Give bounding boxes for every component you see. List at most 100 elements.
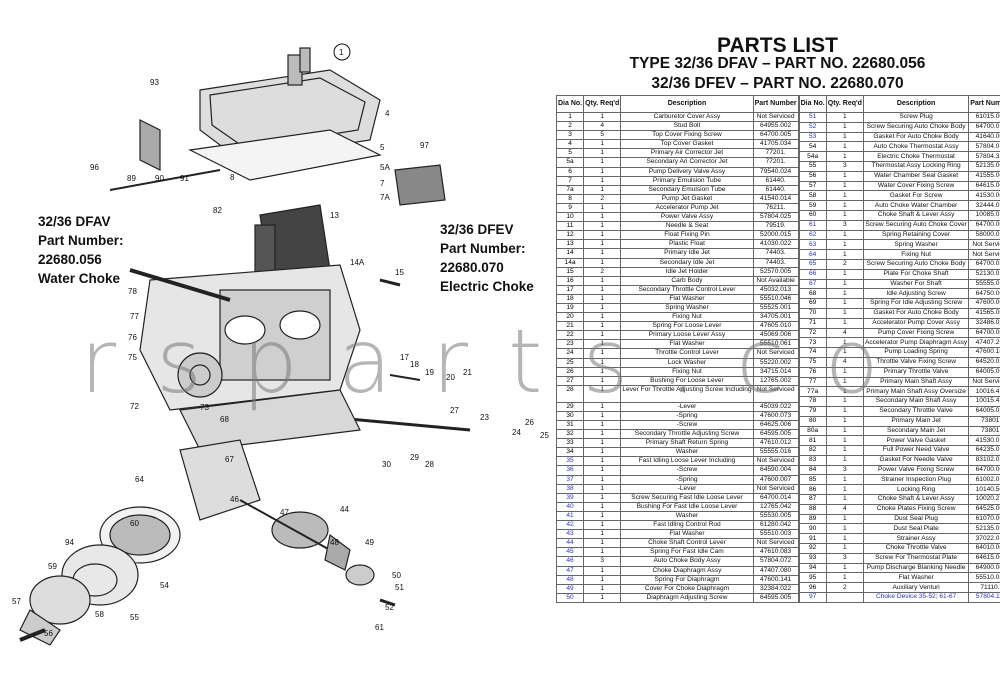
svg-text:97: 97 [420,141,429,150]
part-number-cell: 47610.083 [752,547,799,558]
part-number-cell: 55510.046 [752,293,799,304]
description-cell: Power Valve Assy [620,212,754,223]
dia-no-cell: 18 [555,293,585,304]
qty-cell: 1 [583,221,622,232]
qty-cell: 1 [583,230,622,241]
description-cell: Accelerator Pump Cover Assy [862,317,970,329]
dia-no-cell: 67 [798,278,827,290]
description-cell: Choke Shaft & Lever Assy [862,209,970,221]
parts-table-left: Dia No. Qty. Req'd Description Part Numb… [555,95,799,603]
subtitle-dfav: TYPE 32/36 DFAV – PART NO. 22680.056 [629,55,926,72]
description-cell: Secondary Idle Jet [620,257,754,268]
qty-cell: 2 [583,193,622,204]
part-number-cell: 61015.003 [968,112,1000,123]
description-cell: Spring For Fast Idle Cam [620,547,754,558]
dia-no-cell: 50 [555,592,585,603]
description-cell: Accelerator Pump Diaphragm Assy [862,337,970,349]
svg-text:7: 7 [380,179,385,188]
svg-text:94: 94 [65,538,74,547]
dia-no-cell: 36 [555,465,585,476]
qty-cell: 1 [583,339,622,350]
part-number-cell: 41540.014 [752,193,799,204]
part-number-cell: 32384.022 [752,583,799,594]
part-number-cell: 76211. [752,202,799,214]
qty-cell: 1 [583,248,622,259]
part-number-cell: 64700.014 [752,492,799,503]
description-cell: Auxiliary Venturi [862,582,970,594]
svg-text:61: 61 [375,623,384,632]
qty-cell: 1 [583,139,622,150]
dia-no-cell: 10 [555,212,585,223]
dia-no-cell: 79 [798,405,827,417]
dia-no-cell: 74 [798,347,827,358]
description-cell: Accelerator Pump Jet [620,202,754,214]
description-cell: Secondary Throttle Adjusting Screw [620,429,754,440]
description-cell: Carb Body [620,275,754,286]
description-cell: Spring For Loose Lever [620,321,754,332]
description-cell: Primary Throttle Valve [862,366,970,378]
part-number-cell: 52000.015 [752,230,799,241]
dia-no-cell: 64 [798,249,827,260]
parts-table-right: Dia No. Qty. Req'd Description Part Numb… [798,95,1000,603]
part-number-cell: 41530.002 [968,190,1000,202]
qty-cell: 1 [583,574,622,585]
svg-text:91: 91 [180,174,189,183]
svg-text:26: 26 [525,418,534,427]
dia-no-cell: 53 [798,131,827,143]
svg-text:52: 52 [385,603,394,612]
part-number-cell: 47610.012 [752,438,799,449]
part-number-cell: 41640.005 [968,131,1000,143]
description-cell: Washer [620,447,754,458]
dia-no-cell: 71 [798,317,827,329]
description-cell: Gasket For Auto Choke Body [862,131,970,143]
description-cell: Diaphragm Adjusting Screw [620,592,754,603]
dia-no-cell: 26 [555,366,585,377]
dia-no-cell: 20 [555,312,585,323]
dia-no-cell: 58 [798,190,827,202]
part-number-cell: 47605.010 [752,321,799,332]
svg-text:57: 57 [12,597,21,606]
svg-text:5A: 5A [380,163,390,172]
svg-text:58: 58 [95,610,104,619]
part-number-cell: 10085.031 [968,209,1000,221]
description-cell: Primary Main Jet [862,415,970,427]
qty-cell: 1 [825,141,864,153]
dia-no-cell: 62 [798,229,827,241]
part-number-cell: Not Serviced [968,249,1000,260]
dfav-label: 32/36 DFAV Part Number: 22680.056 Water … [38,214,124,286]
dia-no-cell: 16 [555,275,585,286]
dia-no-cell: 77a [798,386,827,398]
dia-no-cell: 90 [798,523,827,535]
description-cell: -Spring [620,474,754,485]
description-cell: Stud Bolt [620,121,754,132]
part-number-cell: 47600.007 [752,474,799,485]
svg-text:73: 73 [200,403,209,412]
dia-no-cell: 43 [555,529,585,540]
qty-cell: 1 [583,520,622,531]
description-cell: Plate For Choke Shaft [862,268,970,280]
description-cell: Carburetor Cover Assy [620,111,754,123]
part-number-cell: 73801. [968,425,1000,437]
part-number-cell: 64700.004 [968,327,1000,339]
part-number-cell: 57804.332 [968,151,1000,162]
